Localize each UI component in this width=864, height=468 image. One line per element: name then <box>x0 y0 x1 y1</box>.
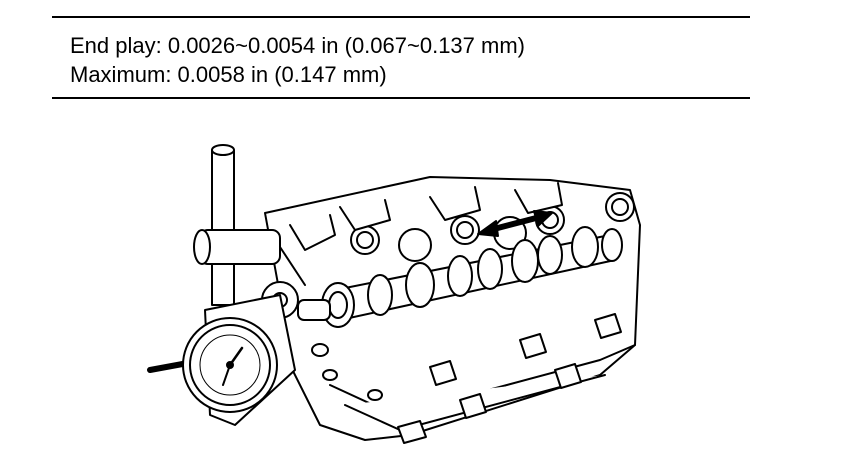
camshaft <box>321 226 623 328</box>
dial-indicator <box>147 144 331 426</box>
top-rule <box>52 16 750 18</box>
end-play-spec: End play: 0.0026~0.0054 in (0.067~0.137 … <box>70 33 525 58</box>
head-studs <box>397 313 622 444</box>
camshaft-end-play-illustration <box>147 144 641 444</box>
axial-movement-arrow <box>477 210 553 237</box>
maximum-spec: Maximum: 0.0058 in (0.147 mm) <box>70 62 387 87</box>
bottom-rule <box>52 97 750 99</box>
